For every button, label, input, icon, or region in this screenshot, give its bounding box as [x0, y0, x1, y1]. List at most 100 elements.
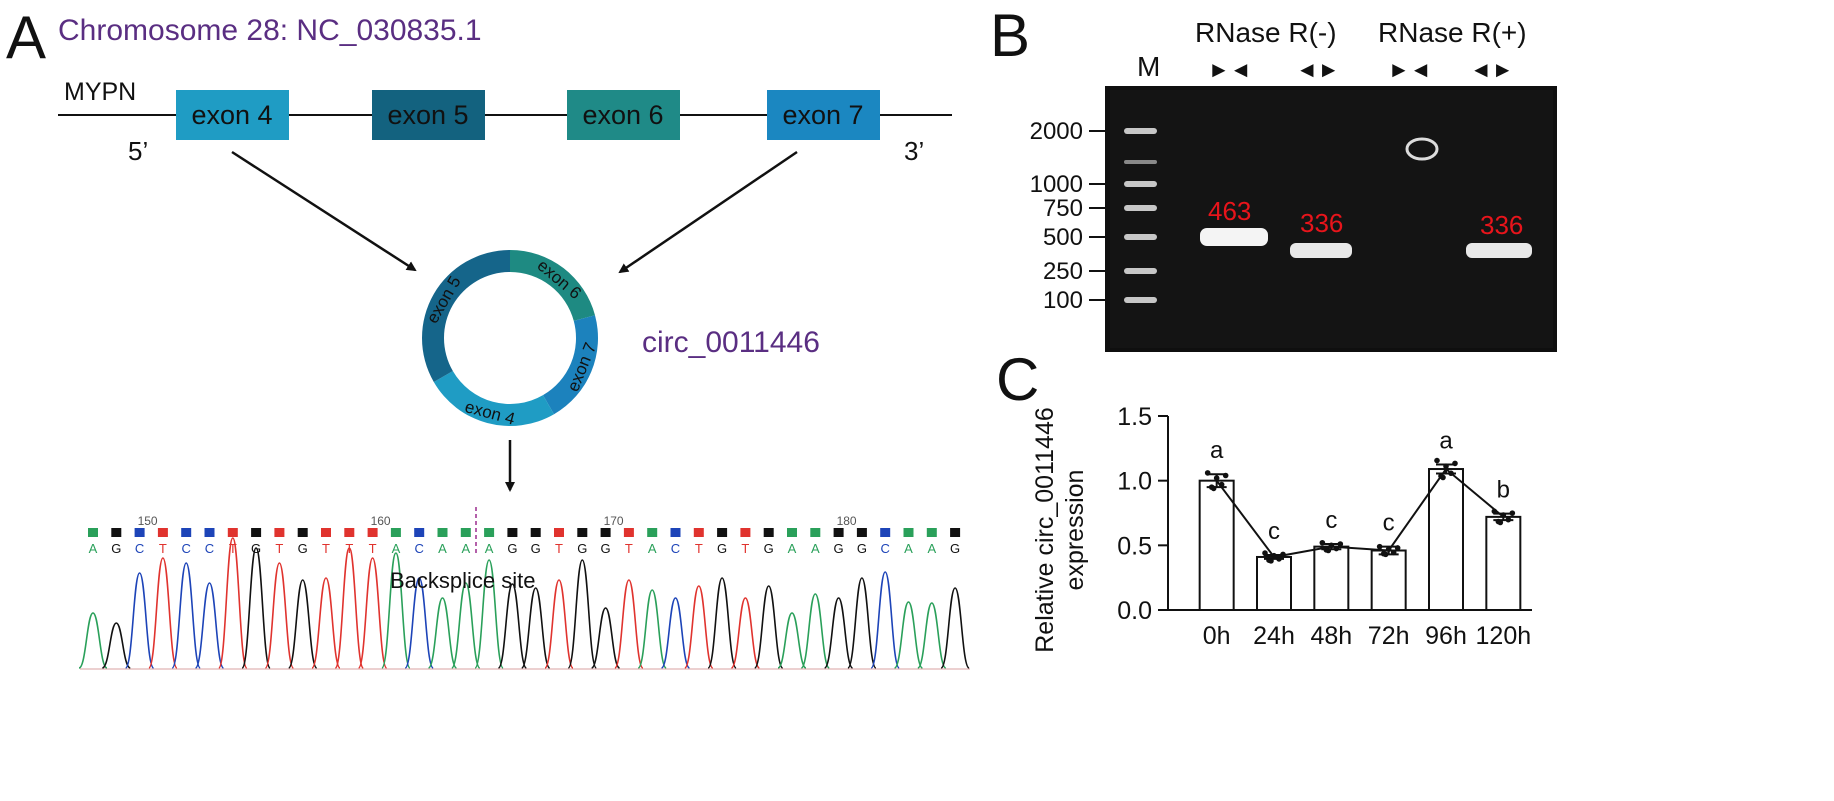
- significance-letter: c: [1325, 507, 1337, 534]
- trace-peak: [381, 552, 411, 669]
- base-marker: [390, 528, 401, 537]
- x-tick-label: 72h: [1368, 622, 1410, 650]
- base-letter: G: [601, 541, 611, 556]
- exon-label: exon 6: [582, 100, 663, 130]
- base-marker: [950, 528, 961, 537]
- significance-letter: a: [1439, 428, 1453, 455]
- trace-peak: [823, 597, 854, 669]
- gel-artifact: [1405, 137, 1439, 161]
- trace-peak: [264, 562, 295, 669]
- base-letter: T: [229, 541, 237, 556]
- base-marker: [88, 528, 98, 537]
- gene-label: MYPN: [64, 78, 137, 106]
- trace-peak: [707, 577, 737, 669]
- base-letter: G: [950, 541, 960, 556]
- panel-a-letter: A: [6, 4, 47, 71]
- chromosome-title: Chromosome 28: NC_030835.1: [58, 14, 482, 47]
- base-marker: [577, 528, 588, 537]
- base-letter: G: [717, 541, 727, 556]
- ladder-label: 750: [1043, 195, 1083, 222]
- trace-peak: [404, 577, 434, 669]
- ladder-label: 250: [1043, 258, 1083, 285]
- circ-segment-label: exon 7: [563, 340, 600, 394]
- lane-marker-m: M: [1137, 51, 1160, 82]
- base-marker: [251, 528, 262, 537]
- replicate-dot: [1325, 547, 1332, 554]
- trace-peak: [427, 597, 458, 669]
- exon-label: exon 5: [387, 100, 468, 130]
- circ-segment-2: [433, 371, 554, 427]
- y-tick-label: 1.0: [1117, 468, 1152, 496]
- trace-peak: [287, 579, 318, 669]
- base-marker: [856, 528, 867, 537]
- replicate-dot: [1276, 556, 1282, 562]
- base-letter: G: [111, 541, 121, 556]
- base-letter: T: [741, 541, 749, 556]
- trace-peak: [753, 585, 784, 669]
- replicate-dot: [1394, 545, 1401, 551]
- replicate-dot: [1382, 551, 1389, 558]
- base-marker: [367, 528, 378, 537]
- base-letter: G: [834, 541, 844, 556]
- exon-box-4: exon 4: [176, 90, 289, 140]
- base-marker: [437, 528, 448, 537]
- base-marker: [157, 528, 168, 537]
- base-letter: G: [577, 541, 587, 556]
- gel-band-463: [1200, 228, 1268, 246]
- trace-peak: [544, 579, 574, 669]
- base-marker: [717, 528, 728, 537]
- base-marker: [460, 528, 471, 537]
- base-letter: A: [648, 541, 657, 556]
- trace-peak: [474, 559, 504, 669]
- y-tick-label: 1.5: [1117, 403, 1152, 431]
- base-letter: C: [182, 541, 191, 556]
- ladder-band: [1124, 234, 1157, 240]
- trace-peak: [730, 597, 761, 669]
- ladder-label: 500: [1043, 224, 1083, 251]
- exon-box-6: exon 6: [567, 90, 680, 140]
- arrow-left: [231, 150, 417, 272]
- base-letter: G: [507, 541, 517, 556]
- base-letter: C: [135, 541, 144, 556]
- trace-peak: [870, 571, 900, 669]
- base-letter: A: [811, 541, 820, 556]
- base-letter: A: [89, 541, 98, 556]
- base-letter: G: [298, 541, 308, 556]
- significance-letter: b: [1497, 477, 1510, 504]
- base-letter: T: [322, 541, 330, 556]
- x-tick-label: 96h: [1425, 622, 1467, 650]
- replicate-dot: [1262, 550, 1268, 556]
- replicate-dot: [1204, 470, 1211, 476]
- x-tick-label: 48h: [1310, 622, 1352, 650]
- base-marker: [530, 528, 541, 537]
- replicate-dot: [1452, 460, 1458, 467]
- ladder-band: [1124, 205, 1157, 211]
- ladder-label: 100: [1043, 287, 1083, 314]
- significance-letter: a: [1210, 437, 1224, 464]
- band-label-336-a: 336: [1300, 208, 1343, 238]
- trace-peak: [940, 587, 970, 669]
- circ-segment-label: exon 5: [423, 273, 465, 327]
- ladder-band: [1124, 297, 1157, 303]
- replicate-dot: [1434, 457, 1440, 464]
- y-tick-label: 0.0: [1117, 597, 1152, 625]
- base-letter: G: [857, 541, 867, 556]
- trace-peak: [241, 547, 271, 669]
- bar-24h: [1256, 555, 1292, 611]
- base-marker: [134, 528, 145, 537]
- base-letter: C: [205, 541, 214, 556]
- replicate-dot: [1505, 516, 1512, 523]
- trace-peak: [800, 593, 831, 669]
- base-letter: A: [485, 541, 494, 556]
- base-letter: A: [438, 541, 447, 556]
- replicate-dot: [1319, 539, 1326, 546]
- base-marker: [204, 528, 215, 537]
- replicate-dot: [1268, 558, 1274, 564]
- replicate-dot: [1222, 472, 1229, 479]
- base-marker: [181, 528, 192, 537]
- x-tick-label: 120h: [1476, 622, 1532, 650]
- primer-glyph-1: ►◄: [1208, 57, 1252, 82]
- replicate-dot: [1390, 549, 1397, 556]
- base-letter: G: [764, 541, 774, 556]
